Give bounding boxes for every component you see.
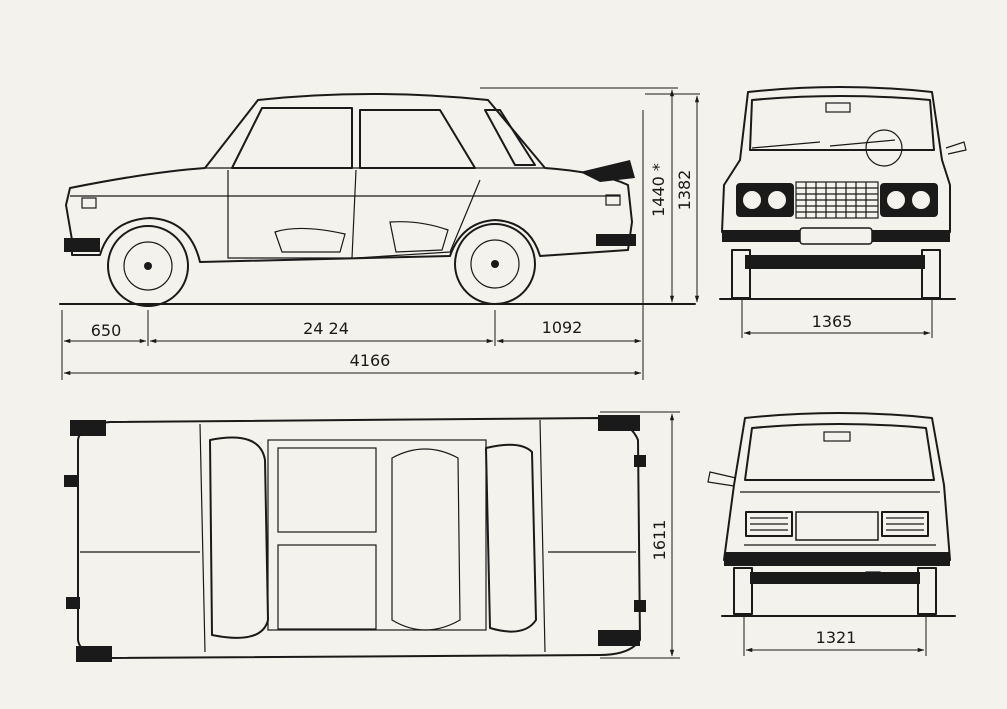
top-rear-right-bumper-corner — [598, 630, 640, 646]
side-front-wheel — [107, 225, 189, 307]
rear-trunk-lines — [740, 491, 940, 546]
top-marker — [64, 475, 78, 487]
dim-wheelbase: 24 24 — [303, 319, 349, 338]
top-body-outline — [77, 417, 641, 659]
rear-window — [744, 423, 935, 481]
top-dimensions: 1611 — [600, 411, 680, 659]
front-right-tire — [921, 249, 941, 299]
rear-body-outline — [723, 412, 951, 561]
front-headlamp-icon — [766, 189, 788, 211]
dim-rear-overhang: 1092 — [542, 318, 583, 337]
side-front-seat — [274, 227, 346, 253]
front-side-mirror — [945, 141, 967, 155]
top-front-left-bumper-corner — [70, 420, 106, 436]
dim-height: 1382 — [675, 170, 694, 211]
front-underbody — [745, 255, 925, 269]
rear-right-tire — [917, 567, 937, 615]
dim-overall-length: 4166 — [350, 351, 391, 370]
side-rear-bumper — [596, 234, 636, 246]
rear-underbody — [750, 572, 920, 584]
top-front-right-bumper-corner — [76, 646, 112, 662]
side-front-window — [231, 107, 353, 169]
top-marker — [634, 600, 646, 612]
top-roof — [267, 439, 487, 631]
side-body-outline — [65, 93, 633, 263]
side-rear-seat — [389, 221, 449, 253]
front-steering-wheel — [865, 129, 903, 167]
top-front-left-seat — [277, 447, 377, 533]
side-view — [59, 93, 696, 307]
side-rear-marker-light — [605, 194, 621, 206]
rear-right-taillamp — [881, 511, 929, 537]
front-view — [719, 86, 967, 300]
front-plate — [799, 227, 873, 245]
front-headlamp-icon — [885, 189, 907, 211]
top-marker — [66, 597, 80, 609]
top-front-right-seat — [277, 544, 377, 630]
rear-exhaust — [865, 571, 881, 581]
rear-side-mirror — [707, 471, 737, 487]
front-dimensions: 1365 — [741, 300, 933, 338]
side-front-marker-light — [81, 197, 97, 209]
rear-left-tire — [733, 567, 753, 615]
dim-height-unladen: 1440 * — [649, 163, 668, 217]
front-headlamp-icon — [910, 189, 932, 211]
rear-plate — [795, 511, 879, 541]
side-front-bumper — [64, 238, 100, 252]
front-wipers — [751, 139, 896, 149]
side-rear-spoiler — [580, 160, 635, 182]
rear-dimensions: 1321 — [743, 617, 927, 656]
side-dimensions: 650 24 24 1092 4166 1440 * 1382 — [61, 87, 700, 380]
top-marker — [634, 455, 646, 467]
side-rear-quarter-window — [484, 109, 536, 166]
front-body-outline — [721, 86, 951, 233]
side-rear-door — [355, 179, 481, 259]
dim-front-track: 1365 — [812, 312, 853, 331]
top-windshield — [209, 436, 269, 639]
top-rear-bench — [391, 448, 461, 631]
rear-view — [707, 412, 956, 617]
front-windshield — [749, 95, 935, 151]
front-grille — [795, 181, 879, 219]
front-left-tire — [731, 249, 751, 299]
top-rear-left-bumper-corner — [598, 415, 640, 431]
dim-front-overhang: 650 — [91, 321, 122, 340]
dim-rear-track: 1321 — [816, 628, 857, 647]
top-view — [64, 415, 646, 662]
dim-width: 1611 — [650, 520, 669, 561]
front-rearview-mirror — [825, 102, 851, 113]
side-front-door — [227, 169, 357, 259]
rear-left-taillamp — [745, 511, 793, 537]
front-headlamp-icon — [741, 189, 763, 211]
side-rear-window — [359, 109, 476, 169]
rear-bumper — [724, 552, 950, 566]
side-rear-wheel — [454, 223, 536, 305]
rear-brake-light — [823, 431, 851, 442]
top-hood-trunk-lines — [199, 419, 546, 653]
rear-taillamp-lenses — [750, 517, 924, 531]
top-rear-window — [485, 443, 537, 633]
